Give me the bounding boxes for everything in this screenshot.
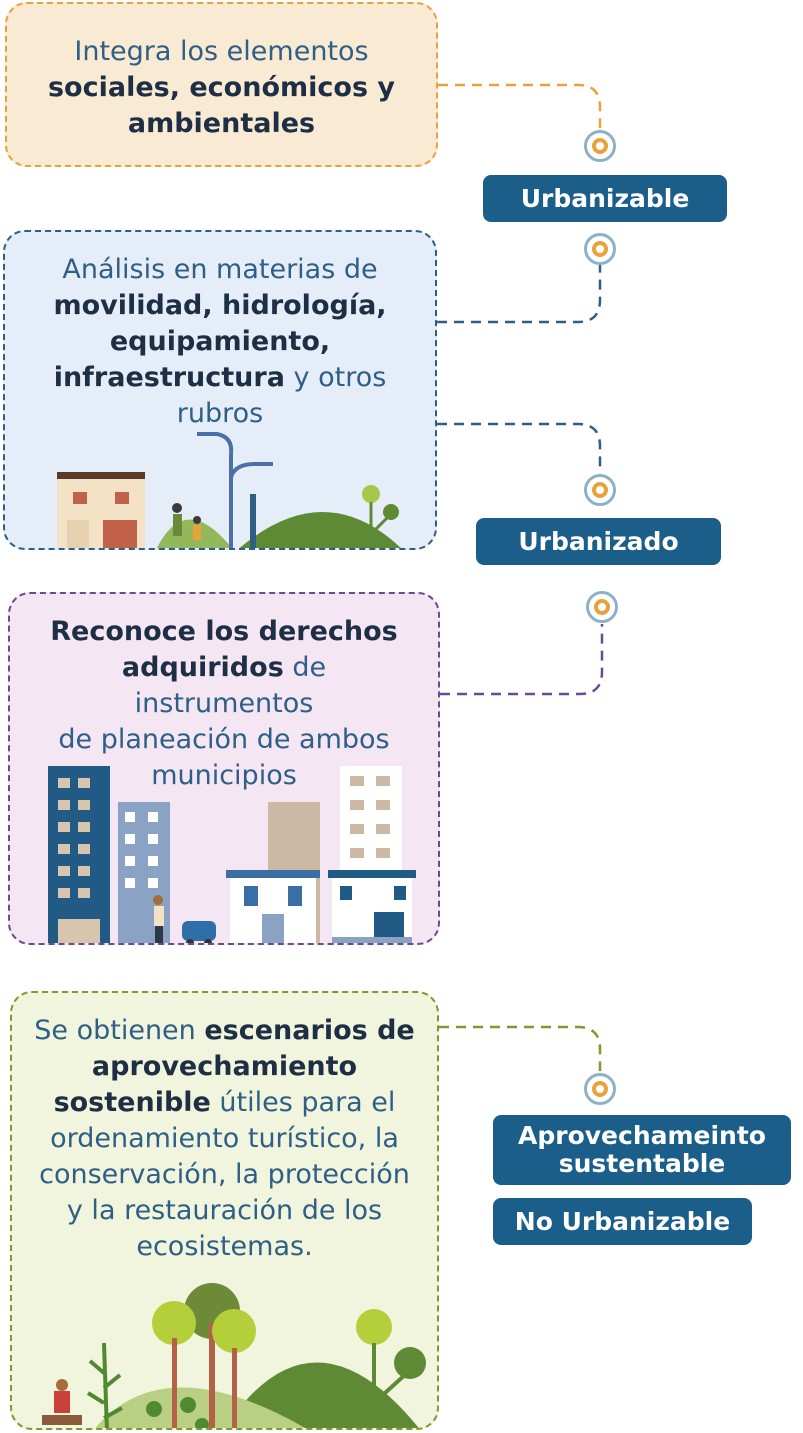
card-text-run: Análisis en materias de <box>62 254 378 285</box>
label-urbanizable: Urbanizable <box>483 175 727 222</box>
card-text-run: conservación, la protección <box>39 1159 410 1190</box>
connector-analisis-down <box>437 422 602 472</box>
card-text-run: infraestructura <box>53 362 285 393</box>
card-text-run: rubros <box>176 398 264 429</box>
card-analisis-text: Análisis en materias de movilidad, hidrol… <box>5 252 435 432</box>
node-urbanizado-top <box>584 474 616 506</box>
node-urbanizado-bottom <box>586 591 618 623</box>
node-urbanizable-bottom <box>584 233 616 265</box>
card-social: Integra los elementos sociales, económico… <box>5 2 438 167</box>
buildings-illustration <box>48 766 416 943</box>
card-escenarios: Se obtienen escenarios de aprovechamiento… <box>10 991 439 1430</box>
card-text-run: Integra los elementos <box>74 36 369 67</box>
card-derechos-text: Reconoce los derechos adquiridos de instr… <box>10 614 438 794</box>
city-hill-illustration <box>57 432 401 548</box>
card-text-run: ambientales <box>127 108 316 139</box>
card-text-run: sostenible <box>53 1087 211 1118</box>
node-aprovechamiento <box>584 1073 616 1105</box>
card-escenarios-text: Se obtienen escenarios de aprovechamiento… <box>12 1013 437 1265</box>
card-text-run: escenarios de <box>204 1015 415 1046</box>
node-urbanizable-top <box>584 130 616 162</box>
card-text-run: ordenamiento turístico, la <box>50 1123 399 1154</box>
card-text-run: y otros <box>284 362 387 393</box>
label-aprovechamiento-sustentable: Aprovechameinto sustentable <box>493 1115 791 1185</box>
card-text-run: ecosistemas. <box>136 1231 313 1262</box>
card-text-run: sociales, económicos y <box>47 72 396 103</box>
card-text-run: equipamiento, <box>109 326 331 357</box>
card-text-run: útiles para el <box>210 1087 396 1118</box>
card-text-run: Reconoce los derechos <box>50 616 398 647</box>
card-text-run: de instrumentos <box>134 652 327 719</box>
card-text-run: aprovechamiento <box>91 1051 358 1082</box>
card-text-run: municipios <box>151 760 297 791</box>
connector-analisis-up <box>437 265 602 324</box>
nature-illustration <box>42 1283 426 1428</box>
label-urbanizado: Urbanizado <box>476 518 721 565</box>
connector-social <box>438 83 602 128</box>
card-text-run: Se obtienen <box>34 1015 205 1046</box>
card-text-run: movilidad, hidrología, <box>53 290 387 321</box>
card-derechos: Reconoce los derechos adquiridos de instr… <box>8 592 440 945</box>
card-analisis: Análisis en materias de movilidad, hidrol… <box>3 230 437 550</box>
label-no-urbanizable: No Urbanizable <box>493 1198 752 1245</box>
card-social-text: Integra los elementos sociales, económico… <box>7 34 436 142</box>
connector-derechos <box>440 624 604 696</box>
connector-escenarios <box>439 1025 602 1071</box>
card-text-run: y la restauración de los <box>66 1195 383 1226</box>
card-text-run: de planeación de ambos <box>58 724 390 755</box>
card-text-run: adquiridos <box>121 652 284 683</box>
